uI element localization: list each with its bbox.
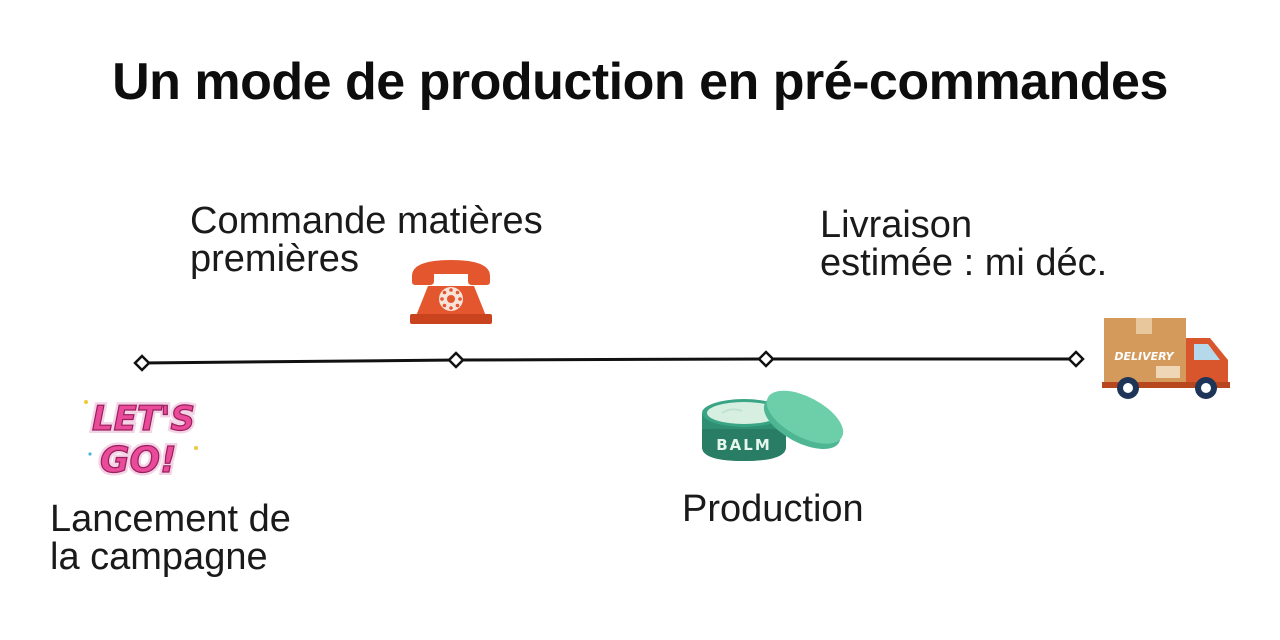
timeline-marker-1 — [133, 354, 151, 372]
delivery-label: DELIVERY — [1114, 350, 1174, 363]
telephone-icon — [410, 260, 492, 324]
step-label-1: Lancement de la campagne — [50, 498, 291, 578]
lets-go-line2: GO! — [100, 440, 177, 480]
svg-text:LET'S: LET'S — [92, 399, 195, 439]
timeline-marker-4 — [1067, 350, 1085, 368]
step-label-2: Commande matières premières — [190, 200, 543, 280]
balm-label: BALM — [716, 436, 772, 454]
timeline-line — [141, 357, 1076, 365]
timeline-marker-2 — [447, 351, 465, 369]
balm-jar-icon: BALM — [702, 390, 844, 461]
svg-text:GO!: GO! — [100, 440, 177, 480]
delivery-truck-icon: DELIVERY — [1102, 318, 1230, 399]
step-label-4: Livraison estimée : mi déc. — [820, 204, 1108, 284]
lets-go-line1: LET'S — [92, 399, 195, 439]
timeline-marker-3 — [757, 350, 775, 368]
lets-go-icon: LET'S LET'S GO! GO! — [84, 396, 198, 480]
page-title: Un mode de production en pré-commandes — [112, 53, 1168, 111]
step-label-3: Production — [682, 488, 864, 530]
